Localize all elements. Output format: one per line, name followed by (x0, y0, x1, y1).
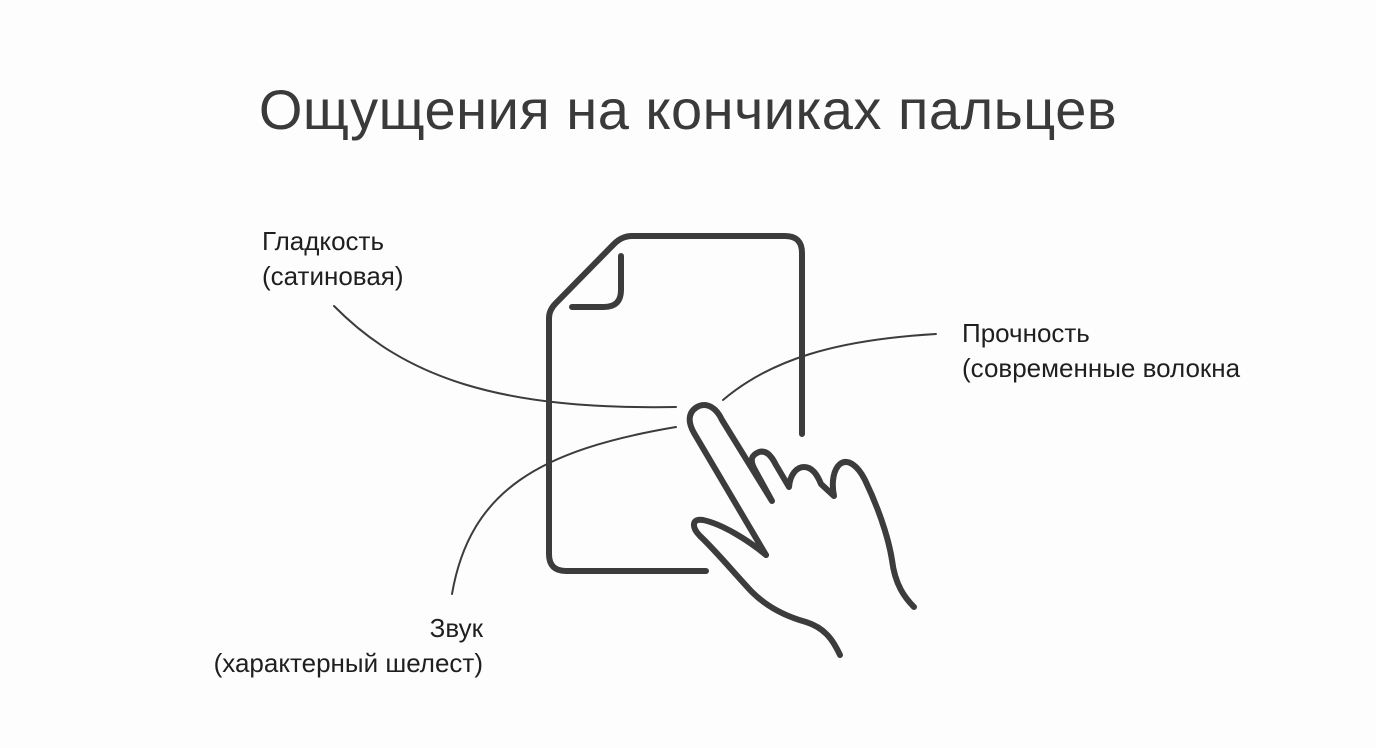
label-strength-detail: (современные волокна (962, 353, 1241, 383)
leader-line-smoothness (333, 305, 677, 409)
leader-line-strength (722, 333, 937, 401)
pointing-hand-icon (686, 402, 917, 658)
label-sound-detail: (характерный шелест) (213, 648, 483, 678)
label-smoothness-name: Гладкость (262, 226, 385, 256)
label-smoothness-detail: (сатиновая) (262, 261, 404, 291)
document-fold (569, 253, 624, 310)
page-title: Ощущения на кончиках пальцев (258, 78, 1118, 141)
document-icon (546, 233, 805, 574)
label-strength: Прочность (современные волокна (962, 316, 1240, 386)
label-smoothness: Гладкость (сатиновая) (262, 224, 404, 294)
leader-line-sound (451, 426, 677, 595)
document-outline (546, 233, 805, 574)
label-sound-name: Звук (429, 613, 483, 643)
label-strength-name: Прочность (962, 318, 1090, 348)
label-sound: Звук (характерный шелест) (214, 611, 483, 681)
hand-palm (691, 516, 843, 658)
hand-outline (686, 402, 917, 610)
